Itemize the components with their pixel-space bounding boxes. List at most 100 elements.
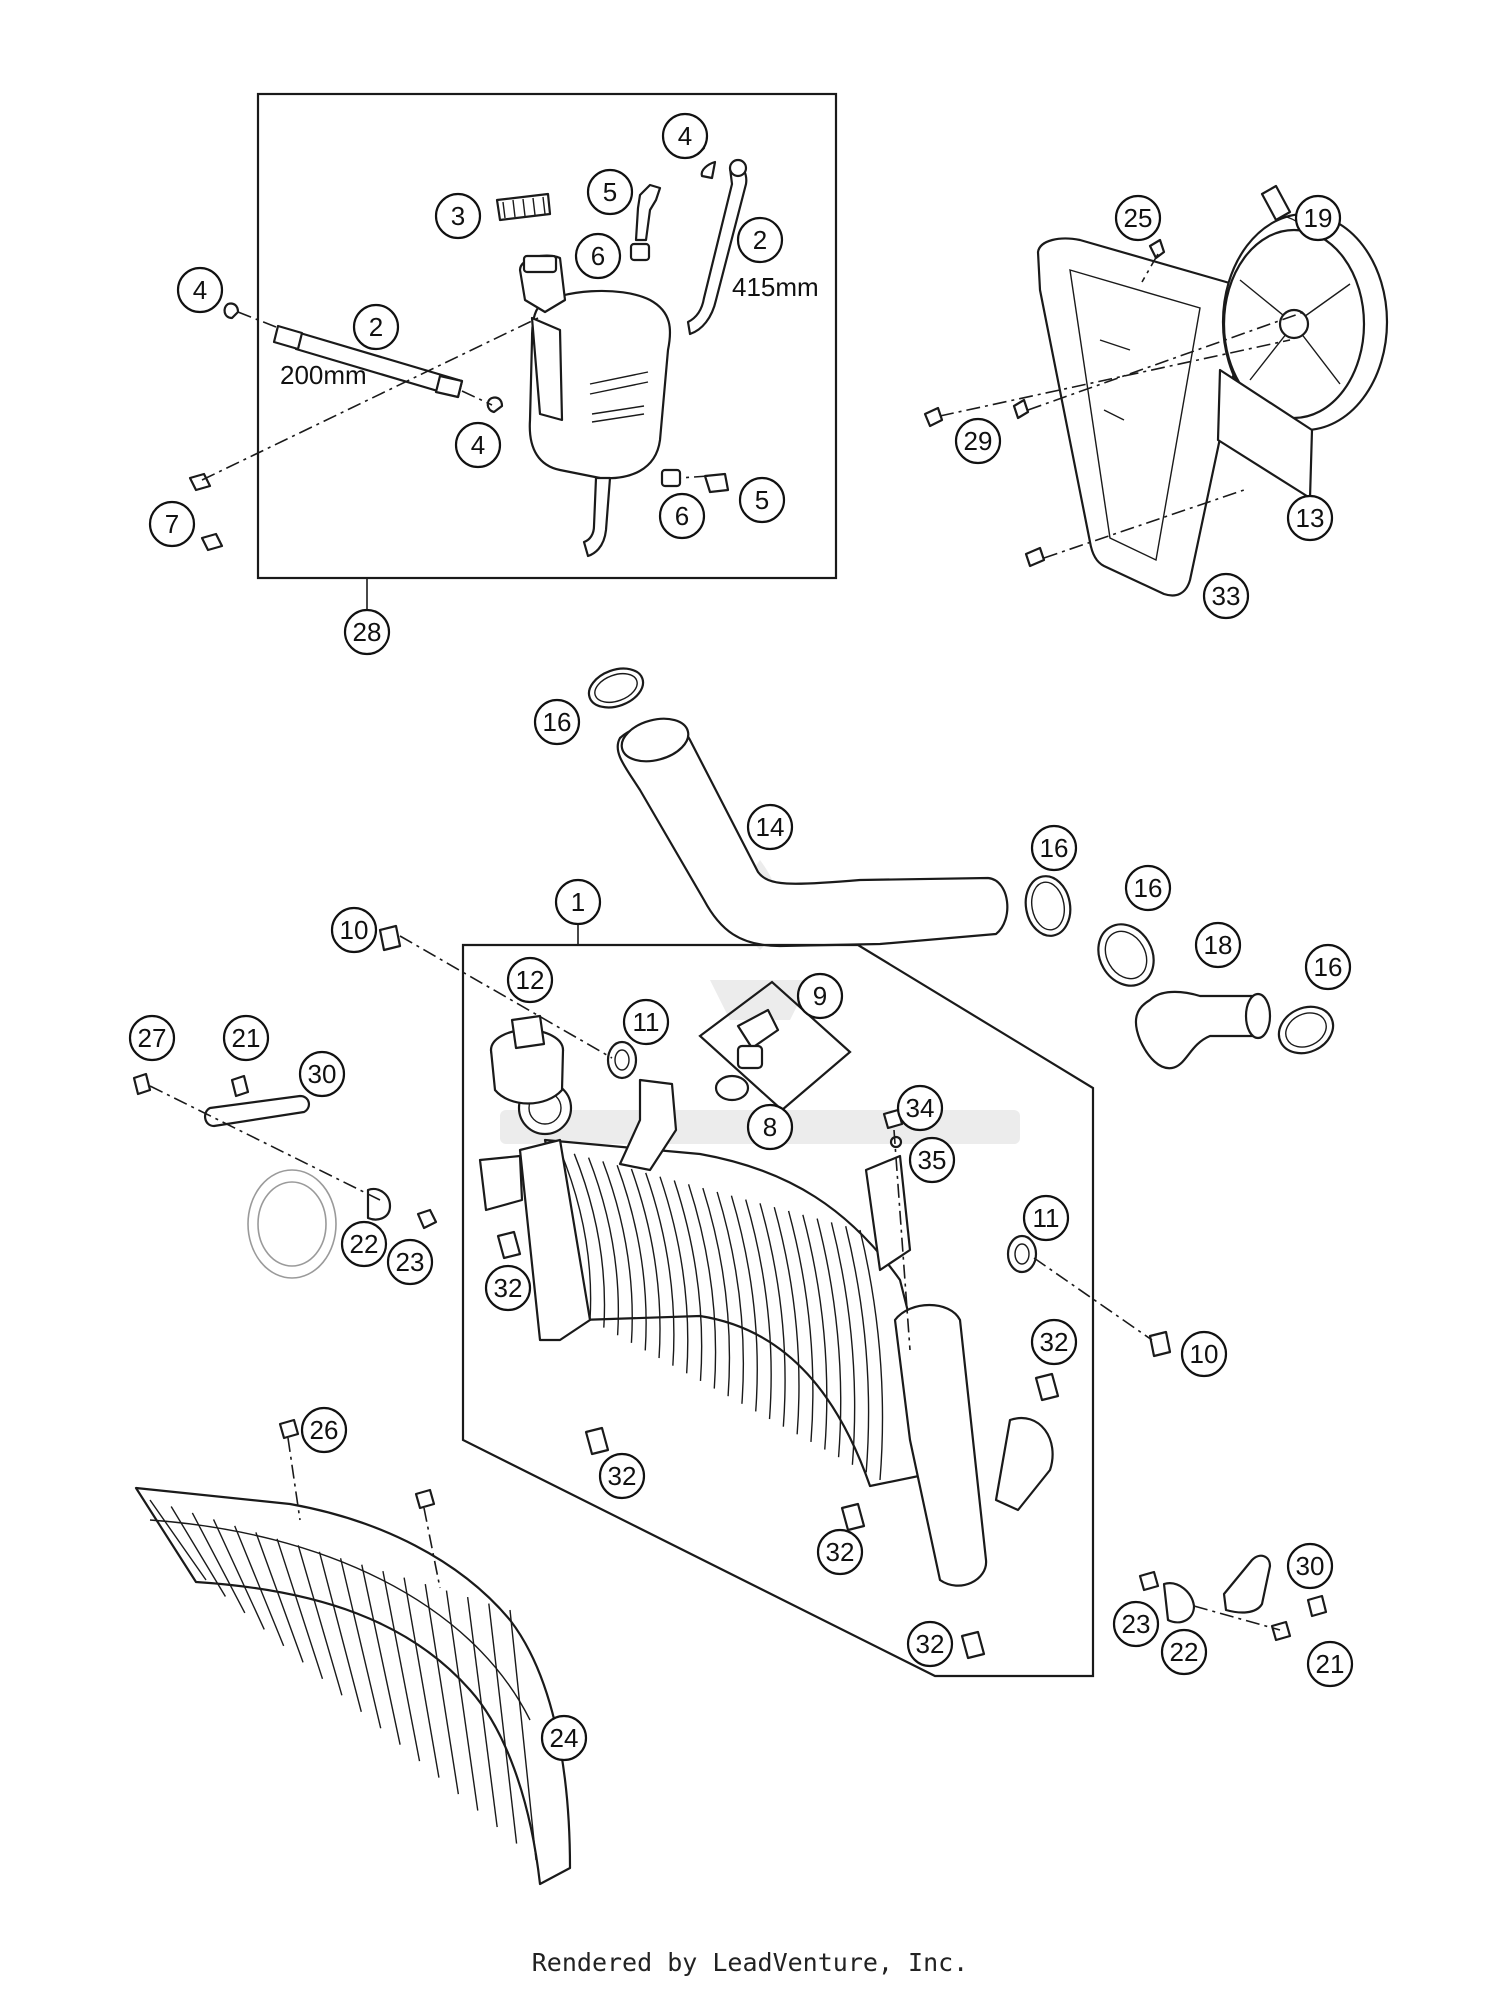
callout-32-right: 32 bbox=[1030, 1318, 1078, 1366]
hose-fittings bbox=[629, 160, 730, 494]
callout-13: 13 bbox=[1286, 494, 1334, 542]
clamp-16-top bbox=[587, 667, 645, 709]
svg-text:29: 29 bbox=[964, 426, 993, 456]
fan-screws bbox=[923, 238, 1166, 568]
svg-text:16: 16 bbox=[1314, 952, 1343, 982]
callout-4-mid: 4 bbox=[454, 421, 502, 469]
callout-32-bottom: 32 bbox=[816, 1528, 864, 1576]
callout-29: 29 bbox=[954, 417, 1002, 465]
callout-30-right: 30 bbox=[1286, 1542, 1334, 1590]
coolant-hose-200mm bbox=[272, 324, 464, 399]
svg-text:32: 32 bbox=[916, 1629, 945, 1659]
svg-text:33: 33 bbox=[1212, 581, 1241, 611]
radiator-cap bbox=[489, 1014, 565, 1105]
svg-text:19: 19 bbox=[1304, 203, 1333, 233]
callout-24: 24 bbox=[540, 1714, 588, 1762]
callout-35: 35 bbox=[908, 1136, 956, 1184]
svg-text:5: 5 bbox=[755, 485, 769, 515]
svg-text:18: 18 bbox=[1204, 930, 1233, 960]
svg-text:4: 4 bbox=[471, 430, 485, 460]
callout-4-top: 4 bbox=[661, 112, 709, 160]
callout-30-left: 30 bbox=[298, 1050, 346, 1098]
svg-text:7: 7 bbox=[165, 509, 179, 539]
expansion-tank-group-frame bbox=[256, 92, 838, 580]
callout-23-right: 23 bbox=[1112, 1600, 1160, 1648]
svg-text:22: 22 bbox=[1170, 1637, 1199, 1667]
svg-text:28: 28 bbox=[353, 617, 382, 647]
callout-23-left: 23 bbox=[386, 1238, 434, 1286]
radiator-group-frame bbox=[461, 943, 1095, 1678]
coolant-hose-415mm bbox=[686, 158, 748, 336]
callout-6-top: 6 bbox=[574, 232, 622, 280]
svg-text:21: 21 bbox=[1316, 1649, 1345, 1679]
callout-32-lower-left: 32 bbox=[598, 1452, 646, 1500]
svg-text:16: 16 bbox=[543, 707, 572, 737]
radiator-core bbox=[478, 1078, 1054, 1587]
callout-14: 14 bbox=[746, 803, 794, 851]
callout-7: 7 bbox=[148, 500, 196, 548]
svg-text:2: 2 bbox=[753, 225, 767, 255]
svg-text:24: 24 bbox=[550, 1723, 579, 1753]
svg-text:35: 35 bbox=[918, 1145, 947, 1175]
callout-19: 19 bbox=[1294, 194, 1342, 242]
callout-33: 33 bbox=[1202, 572, 1250, 620]
svg-text:21: 21 bbox=[232, 1023, 261, 1053]
callout-6-bottom: 6 bbox=[658, 492, 706, 540]
callout-11-left: 11 bbox=[622, 998, 670, 1046]
svg-text:30: 30 bbox=[1296, 1551, 1325, 1581]
svg-text:30: 30 bbox=[308, 1059, 337, 1089]
svg-text:6: 6 bbox=[591, 241, 605, 271]
grommet-11-left bbox=[606, 1040, 638, 1080]
svg-text:4: 4 bbox=[193, 275, 207, 305]
svg-text:3: 3 bbox=[451, 201, 465, 231]
svg-text:23: 23 bbox=[1122, 1609, 1151, 1639]
callout-34: 34 bbox=[896, 1084, 944, 1132]
svg-text:34: 34 bbox=[906, 1093, 935, 1123]
svg-text:32: 32 bbox=[1040, 1327, 1069, 1357]
callout-16-top: 16 bbox=[533, 698, 581, 746]
svg-text:27: 27 bbox=[138, 1023, 167, 1053]
filler-cap-small bbox=[495, 192, 552, 222]
fan-shroud bbox=[1036, 237, 1250, 597]
svg-text:32: 32 bbox=[826, 1537, 855, 1567]
svg-text:13: 13 bbox=[1296, 503, 1325, 533]
svg-text:22: 22 bbox=[350, 1229, 379, 1259]
clamp-16-right bbox=[1097, 923, 1155, 987]
mounting-screws bbox=[188, 472, 224, 552]
svg-text:26: 26 bbox=[310, 1415, 339, 1445]
radiator-hose-upper bbox=[616, 717, 1009, 948]
callout-21-left: 21 bbox=[222, 1014, 270, 1062]
svg-text:2: 2 bbox=[369, 312, 383, 342]
svg-text:10: 10 bbox=[340, 915, 369, 945]
callout-25: 25 bbox=[1114, 194, 1162, 242]
svg-text:16: 16 bbox=[1040, 833, 1069, 863]
callout-11-right: 11 bbox=[1022, 1194, 1070, 1242]
svg-text:16: 16 bbox=[1134, 873, 1163, 903]
svg-text:5: 5 bbox=[603, 177, 617, 207]
left-bracket bbox=[132, 1072, 438, 1279]
radiator-guard bbox=[134, 1486, 572, 1886]
callout-26: 26 bbox=[300, 1406, 348, 1454]
right-bracket bbox=[1138, 1554, 1328, 1642]
svg-text:25: 25 bbox=[1124, 203, 1153, 233]
svg-text:14: 14 bbox=[756, 812, 785, 842]
callout-9: 9 bbox=[796, 972, 844, 1020]
svg-text:32: 32 bbox=[608, 1461, 637, 1491]
callout-16-far-right: 16 bbox=[1304, 943, 1352, 991]
callout-10-left: 10 bbox=[330, 906, 378, 954]
clamp-16-far-right bbox=[1277, 1005, 1335, 1055]
svg-text:6: 6 bbox=[675, 501, 689, 531]
footer-credit: Rendered by LeadVenture, Inc. bbox=[531, 1948, 969, 1977]
radiator-hose-elbow bbox=[1134, 990, 1272, 1070]
callout-2-left: 2 bbox=[352, 303, 400, 351]
callout-16-right: 16 bbox=[1124, 864, 1172, 912]
svg-text:4: 4 bbox=[678, 121, 692, 151]
callout-32-lower-right: 32 bbox=[906, 1620, 954, 1668]
callout-4-left: 4 bbox=[176, 266, 224, 314]
radiator-bolts bbox=[378, 924, 1172, 1358]
grommet-11-right bbox=[1006, 1234, 1038, 1274]
svg-text:23: 23 bbox=[396, 1247, 425, 1277]
callout-12: 12 bbox=[506, 956, 554, 1004]
callout-8: 8 bbox=[746, 1103, 794, 1151]
clips-32 bbox=[496, 1230, 1060, 1660]
